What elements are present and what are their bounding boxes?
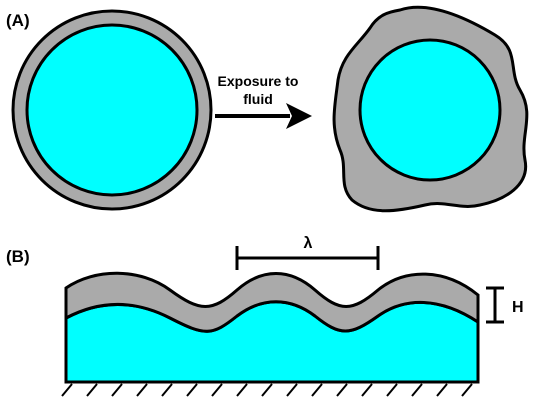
coated-sphere-core: [25, 23, 199, 197]
wavy-coating-layer: [64, 271, 480, 333]
panel-a-label: (A): [6, 11, 30, 30]
height-symbol: H: [512, 299, 524, 316]
arrow-label-line1: Exposure to: [218, 73, 299, 89]
exposure-arrow-head: [286, 103, 312, 129]
height-marker: [486, 286, 504, 324]
panel-b-label: (B): [6, 247, 30, 266]
wavelength-symbol: λ: [304, 235, 313, 252]
roughened-sphere-core: [358, 38, 502, 182]
substrate-hatching: [61, 383, 473, 397]
arrow-label-line2: fluid: [243, 91, 273, 107]
wavelength-marker: [235, 246, 380, 270]
fluid-layer: [64, 300, 480, 384]
